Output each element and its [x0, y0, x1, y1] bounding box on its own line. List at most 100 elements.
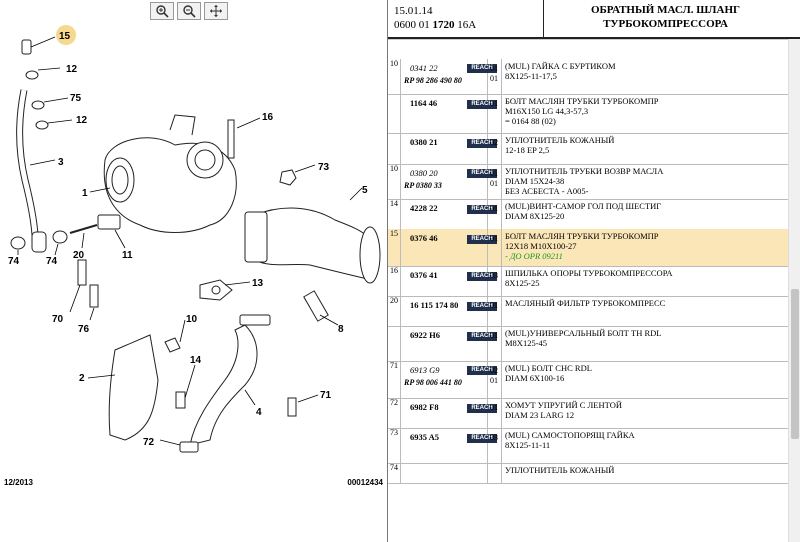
part-reference[interactable]: 6922 H6 [410, 330, 440, 340]
part-name: БОЛТ МАСЛЯН ТРУБКИ ТУРБОКОМПР [505, 96, 659, 106]
reach-badge[interactable]: REACH [467, 169, 497, 178]
reach-badge[interactable]: REACH [467, 272, 497, 281]
part-reference[interactable]: 1164 46 [410, 98, 438, 108]
quantity-cell: 01 [488, 229, 502, 266]
quantity-cell: 03 [488, 266, 502, 296]
label-8[interactable]: 8 [338, 324, 344, 335]
label-11[interactable]: 11 [122, 250, 133, 261]
part-reference-cell: 0380 20 REACH RP 0380 33 [400, 164, 497, 199]
label-1[interactable]: 1 [82, 188, 88, 199]
label-76[interactable]: 76 [78, 324, 90, 335]
part-reference[interactable]: 0341 22 [410, 63, 438, 73]
label-12b[interactable]: 12 [76, 115, 88, 126]
part-reference[interactable]: 6982 F8 [410, 402, 439, 412]
part-reference[interactable]: 6913 G9 [410, 365, 440, 375]
zoom-out-button[interactable] [177, 2, 201, 20]
label-20[interactable]: 20 [73, 250, 85, 261]
part-spec: 8X125-11-11 [505, 440, 551, 450]
header-code: 0600 01 1720 16A [394, 19, 477, 31]
label-12a[interactable]: 12 [66, 64, 78, 75]
part-reference-cell: 1164 46 REACH [400, 94, 497, 133]
reach-badge[interactable]: REACH [467, 404, 497, 413]
part-reference-cell [400, 463, 488, 483]
reach-badge[interactable]: REACH [467, 64, 497, 73]
quantity-value: 01 [490, 331, 498, 340]
row-index [388, 326, 401, 361]
part-reference[interactable]: 0380 20 [410, 168, 438, 178]
label-2[interactable]: 2 [79, 373, 85, 384]
quantity-value: 03 [490, 433, 498, 442]
reach-badge[interactable]: REACH [467, 366, 497, 375]
label-14[interactable]: 14 [190, 355, 202, 366]
header-info: 15.01.14 0600 01 1720 16A [394, 4, 476, 32]
reach-badge[interactable]: REACH [467, 100, 497, 109]
reach-badge[interactable]: REACH [467, 302, 497, 311]
label-74a[interactable]: 74 [8, 256, 20, 267]
label-5[interactable]: 5 [362, 185, 368, 196]
label-71[interactable]: 71 [320, 390, 332, 401]
part-reference[interactable]: 0380 21 [410, 137, 438, 147]
label-10[interactable]: 10 [186, 314, 198, 325]
replacement-reference[interactable]: RP 0380 33 [404, 181, 442, 190]
part-reference[interactable]: 0376 41 [410, 270, 438, 280]
part-reference[interactable]: 0376 46 [410, 233, 438, 243]
part-reference[interactable]: 4228 22 [410, 203, 438, 213]
reach-badge[interactable]: REACH [467, 139, 497, 148]
row-index [388, 94, 401, 133]
label-74b[interactable]: 74 [46, 256, 58, 267]
label-13[interactable]: 13 [252, 278, 264, 289]
replacement-reference[interactable]: RP 98 006 441 80 [404, 378, 462, 387]
label-4[interactable]: 4 [256, 407, 262, 418]
part-spec: - ДО OPR 09211 [505, 251, 563, 261]
scrollbar[interactable] [788, 39, 800, 542]
part-reference[interactable]: 6935 A5 [410, 432, 440, 442]
label-3[interactable]: 3 [58, 157, 64, 168]
part-reference-cell: 16 115 174 80 REACH [400, 296, 497, 326]
reach-badge[interactable]: REACH [467, 205, 497, 214]
part-name: ХОМУТ УПРУГИЙ С ЛЕНТОЙ [505, 400, 622, 410]
zoom-in-button[interactable] [150, 2, 174, 20]
reach-badge[interactable]: REACH [467, 332, 497, 341]
quantity-cell: 01 [488, 199, 502, 229]
part-spec: = 0164 88 (02) [505, 116, 556, 126]
label-16[interactable]: 16 [262, 112, 274, 123]
part-labels: 15 12 75 12 3 1 16 73 5 74 74 20 11 13 7… [8, 31, 368, 448]
reach-badge[interactable]: REACH [467, 434, 497, 443]
quantity-value: 01 [490, 169, 498, 178]
label-75[interactable]: 75 [70, 93, 82, 104]
label-73[interactable]: 73 [318, 162, 330, 173]
part-spec: 12X18 M10X100-27 [505, 241, 577, 251]
label-15[interactable]: 15 [59, 31, 71, 42]
quantity-value: 01 [490, 74, 498, 83]
part-reference[interactable]: 16 115 174 80 [410, 300, 459, 310]
scrollbar-thumb[interactable] [791, 289, 799, 439]
label-72[interactable]: 72 [143, 437, 155, 448]
pan-button[interactable] [204, 2, 228, 20]
part-spec: DIAM 8X125-20 [505, 211, 565, 221]
quantity-value: 01 [490, 99, 498, 108]
label-70[interactable]: 70 [52, 314, 64, 325]
reach-badge[interactable]: REACH [467, 235, 497, 244]
quantity-value: 02 [490, 366, 498, 375]
replacement-reference[interactable]: RP 98 286 490 80 [404, 76, 462, 85]
row-index: 71 [388, 361, 401, 398]
quantity-value: 01 [490, 179, 498, 188]
